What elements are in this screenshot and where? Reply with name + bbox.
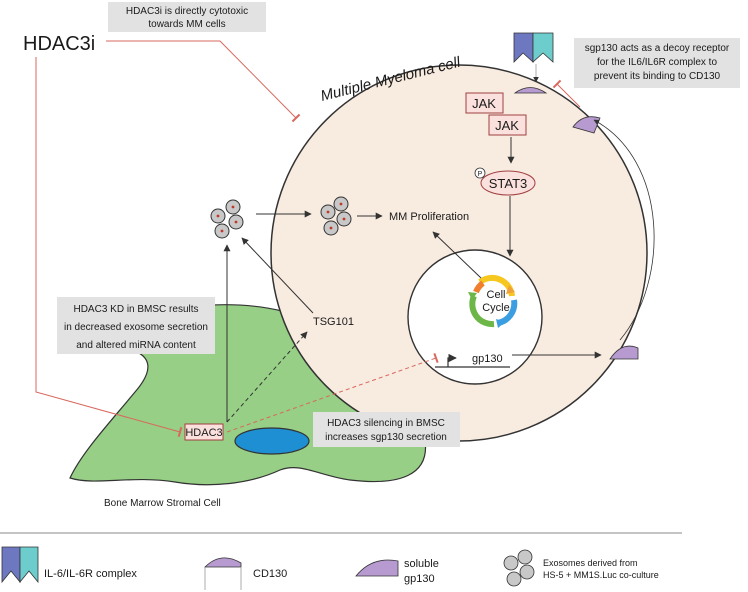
hdac3-to-tsg101-arrow (226, 331, 308, 423)
legend-cd130-icon (204, 557, 242, 590)
note-kd-line-1: HDAC3 KD in BMSC results (73, 304, 198, 315)
note-kd (57, 297, 215, 354)
cell-cycle-icon (468, 274, 518, 328)
hdac3-to-gp130-inhibition (226, 352, 439, 433)
note-decoy-line-2: for the IL6/IL6R complex to (597, 57, 718, 68)
stat3-label: STAT3 (489, 176, 528, 191)
gp130-gene-label: gp130 (472, 353, 503, 365)
phospho-label: P (478, 171, 483, 178)
hdac3i-to-hdac3-inhibition (35, 57, 183, 438)
tsg101-to-exosome-arrow (241, 237, 314, 314)
hdac3i-title: HDAC3i (23, 33, 95, 55)
legend-soluble-label-1: soluble (404, 558, 439, 570)
sgp130-block-inhibition (552, 79, 581, 108)
promoter-arrow (447, 353, 457, 367)
cell-cycle-label-2: Cycle (482, 302, 510, 314)
legend-cd130-label: CD130 (253, 568, 287, 580)
note-kd-line-3: and altered miRNA content (76, 340, 196, 351)
cycle-to-proliferation-arrow (432, 231, 482, 279)
hdac3-box (184, 423, 224, 441)
note-cytotoxic-line-2: towards MM cells (148, 19, 225, 30)
jak-box-1 (465, 92, 504, 114)
note-decoy-line-1: sgp130 acts as a decoy receptor (585, 43, 730, 54)
il6-complex-top-icon (513, 32, 554, 63)
legend-il6-label: IL-6/IL-6R complex (44, 568, 137, 580)
exosome-cargo-inside (326, 202, 346, 230)
legend-exosome-label-2: HS-5 + MM1S.Luc co-culture (543, 570, 659, 580)
legend-soluble-label-2: gp130 (404, 573, 435, 585)
note-cytotoxic-line-1: HDAC3i is directly cytotoxic (126, 6, 248, 17)
note-kd-line-2: in decreased exosome secretion (64, 322, 208, 333)
jak-box-2 (488, 114, 527, 136)
legend-soluble-icon (355, 559, 399, 577)
legend-il6-icon (1, 546, 39, 584)
mm-proliferation-label: MM Proliferation (389, 211, 469, 223)
cd130-receptor-top (513, 87, 548, 94)
phospho-badge (474, 167, 486, 179)
hdac3i-to-mm-inhibition (106, 40, 301, 123)
hdac3-label: HDAC3 (185, 427, 222, 439)
cell-cycle-label-1: Cell (487, 289, 506, 301)
legend-exosome-icon (503, 549, 535, 587)
sgp130-decoy (572, 116, 601, 134)
exosome-cargo-outside (216, 205, 238, 233)
legend-exosome-label-1: Exosomes derived from (543, 558, 638, 568)
sgp130-recirculation-arrow (593, 119, 655, 341)
stat3-node (480, 170, 536, 196)
note-decoy (574, 38, 740, 88)
note-cytotoxic (108, 2, 266, 32)
stromal-cell-label: Bone Marrow Stromal Cell (104, 498, 221, 509)
jak-label-2: JAK (495, 118, 519, 133)
sgp130-released (609, 345, 639, 360)
note-decoy-line-3: prevent its binding to CD130 (594, 71, 721, 82)
note-silencing (313, 412, 460, 447)
note-silencing-line-2: increases sgp130 secretion (325, 432, 447, 443)
stromal-nucleus (234, 427, 310, 455)
tsg101-label: TSG101 (313, 316, 354, 328)
jak-label-1: JAK (472, 96, 496, 111)
note-silencing-line-1: HDAC3 silencing in BMSC (327, 418, 445, 429)
exosome-cluster-outside (210, 199, 244, 239)
